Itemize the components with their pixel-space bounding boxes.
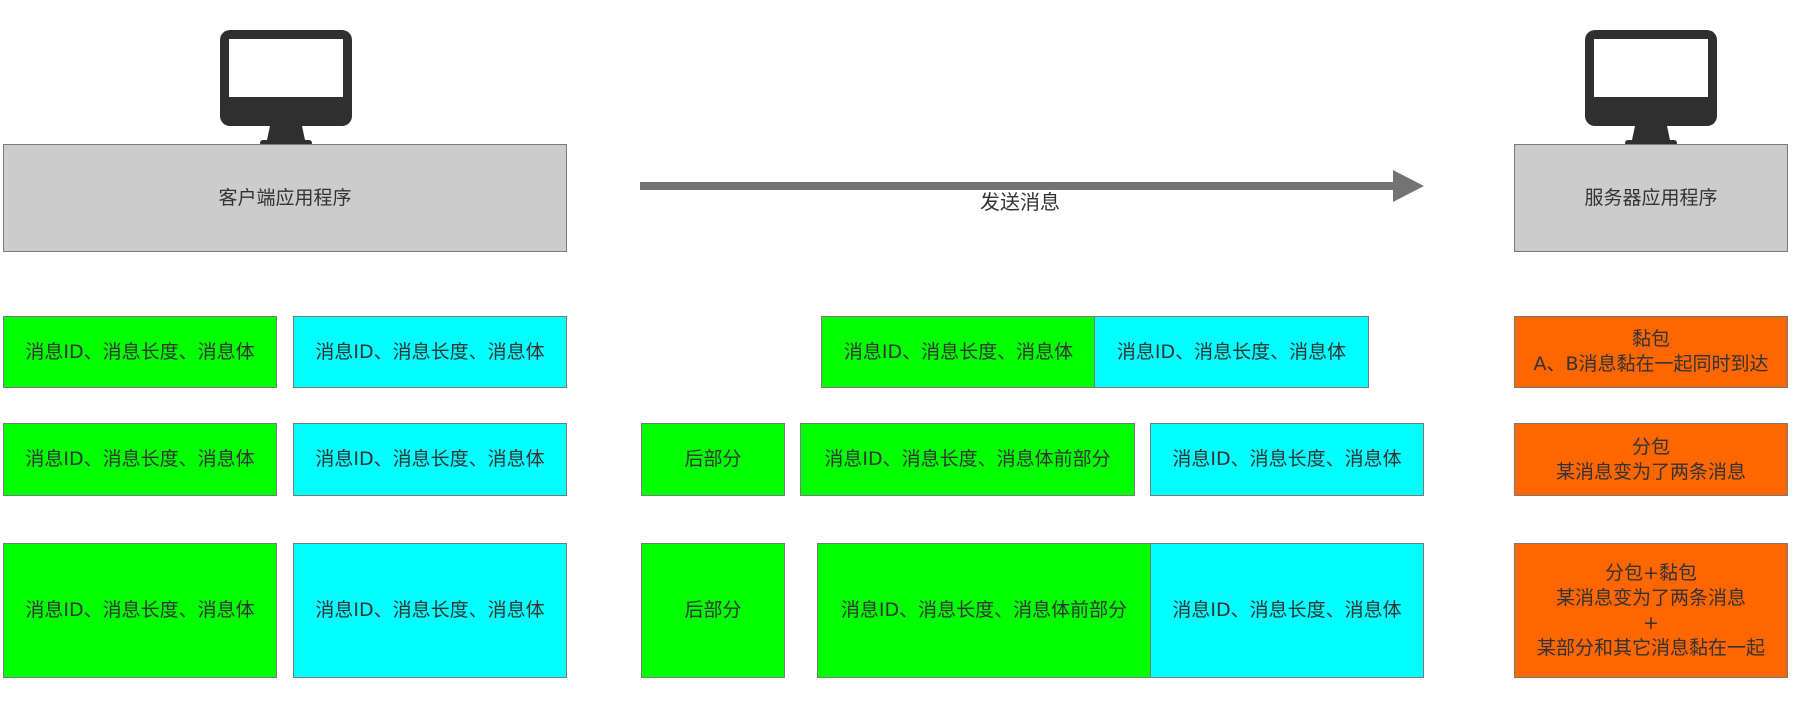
client-app-label: 客户端应用程序 bbox=[218, 186, 352, 209]
row3-transit-back-part: 后部分 bbox=[641, 543, 785, 678]
row2-transit-front-part: 消息ID、消息长度、消息体前部分 bbox=[800, 423, 1135, 496]
msg-label: 消息ID、消息长度、消息体 bbox=[25, 599, 255, 621]
msg-label: 消息ID、消息长度、消息体 bbox=[315, 340, 545, 363]
send-arrow bbox=[640, 170, 1424, 202]
result-desc-2: 某部分和其它消息黏在一起 bbox=[1536, 636, 1765, 659]
msg-label: 消息ID、消息长度、消息体 bbox=[1172, 599, 1402, 621]
result-desc: A、B消息黏在一起同时到达 bbox=[1533, 353, 1769, 375]
row3-transit-msg-b: 消息ID、消息长度、消息体 bbox=[1150, 543, 1424, 678]
result-split: 分包 某消息变为了两条消息 bbox=[1514, 423, 1788, 496]
result-desc: 某消息变为了两条消息 bbox=[1555, 586, 1746, 609]
row1-client-msg-b: 消息ID、消息长度、消息体 bbox=[293, 316, 567, 388]
msg-label: 消息ID、消息长度、消息体 bbox=[25, 340, 255, 363]
msg-label: 消息ID、消息长度、消息体 bbox=[843, 340, 1074, 363]
result-title: 分包+黏包 bbox=[1605, 561, 1697, 584]
msg-label: 消息ID、消息长度、消息体 bbox=[25, 448, 255, 470]
msg-label: 消息ID、消息长度、消息体前部分 bbox=[824, 448, 1111, 470]
msg-label: 消息ID、消息长度、消息体前部分 bbox=[840, 599, 1128, 621]
result-sticky: 黏包 A、B消息黏在一起同时到达 bbox=[1514, 316, 1788, 388]
msg-label: 消息ID、消息长度、消息体 bbox=[315, 599, 545, 621]
server-monitor-icon bbox=[1585, 30, 1717, 146]
row1-transit-msg-a: 消息ID、消息长度、消息体 bbox=[821, 316, 1096, 388]
row2-client-msg-a: 消息ID、消息长度、消息体 bbox=[3, 423, 277, 496]
row2-client-msg-b: 消息ID、消息长度、消息体 bbox=[293, 423, 567, 496]
msg-label: 消息ID、消息长度、消息体 bbox=[1172, 448, 1402, 470]
server-app-label: 服务器应用程序 bbox=[1584, 186, 1718, 209]
server-app-node: 服务器应用程序 bbox=[1514, 144, 1788, 252]
result-title: 黏包 bbox=[1631, 328, 1670, 350]
msg-label: 消息ID、消息长度、消息体 bbox=[315, 448, 545, 470]
row1-client-msg-a: 消息ID、消息长度、消息体 bbox=[3, 316, 277, 388]
row2-transit-back-part: 后部分 bbox=[641, 423, 785, 496]
msg-label: 后部分 bbox=[684, 599, 742, 621]
row2-transit-msg-b: 消息ID、消息长度、消息体 bbox=[1150, 423, 1424, 496]
result-plus: + bbox=[1643, 611, 1659, 634]
msg-label: 消息ID、消息长度、消息体 bbox=[1116, 340, 1347, 363]
result-split-sticky: 分包+黏包 某消息变为了两条消息 + 某部分和其它消息黏在一起 bbox=[1514, 543, 1788, 678]
result-title: 分包 bbox=[1631, 435, 1670, 458]
row3-transit-front-part: 消息ID、消息长度、消息体前部分 bbox=[817, 543, 1151, 678]
msg-label: 后部分 bbox=[684, 448, 742, 470]
client-monitor-icon bbox=[220, 30, 352, 146]
result-desc: 某消息变为了两条消息 bbox=[1555, 460, 1746, 483]
row3-client-msg-b: 消息ID、消息长度、消息体 bbox=[293, 543, 567, 678]
send-message-label: 发送消息 bbox=[980, 190, 1060, 214]
client-app-node: 客户端应用程序 bbox=[3, 144, 567, 252]
row3-client-msg-a: 消息ID、消息长度、消息体 bbox=[3, 543, 277, 678]
row1-transit-msg-b: 消息ID、消息长度、消息体 bbox=[1094, 316, 1369, 388]
